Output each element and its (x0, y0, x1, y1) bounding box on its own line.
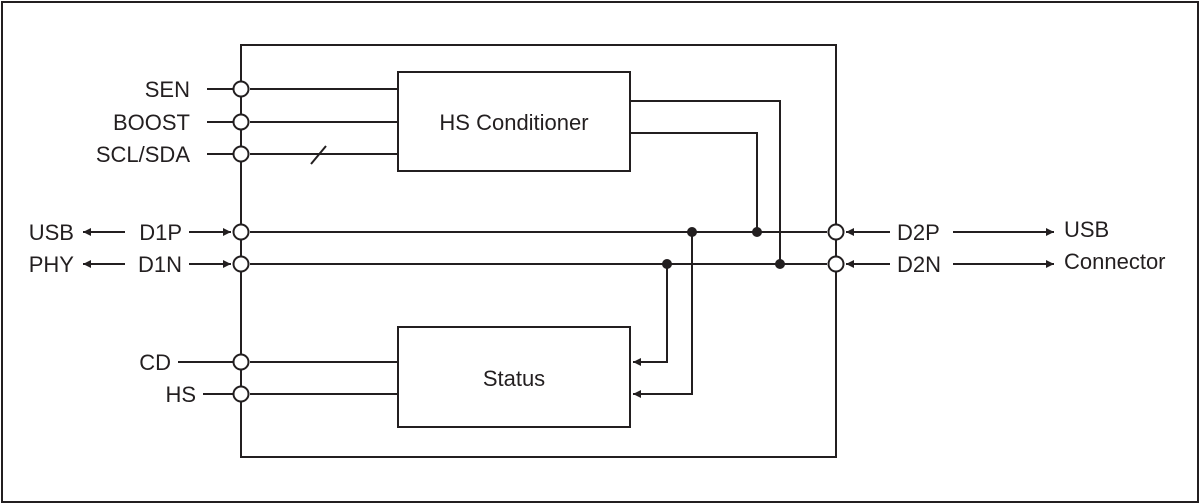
pin-d2p (827, 223, 845, 241)
bus-slash (310, 145, 327, 165)
pin-boost (232, 113, 250, 131)
status-tap-d1p (633, 232, 693, 398)
pin-label-scl-sda: SCL/SDA (96, 142, 190, 167)
status-block (397, 326, 631, 428)
ext-label-usb-left: USB (29, 220, 74, 245)
pin-label-d2n: D2N (897, 252, 941, 277)
pin-label-hs: HS (165, 382, 196, 407)
pin-cd (232, 353, 250, 371)
pin-label-d2p: D2P (897, 220, 940, 245)
junction-dot (775, 259, 785, 269)
pin-label-d1p: D1P (139, 220, 182, 245)
pin-label-d1n: D1N (138, 252, 182, 277)
pin-d1p (232, 223, 250, 241)
junction-dot (687, 227, 697, 237)
pin-d1n (232, 255, 250, 273)
pin-label-boost: BOOST (113, 110, 190, 135)
hs-conditioner-block (397, 71, 631, 172)
junction-dot (662, 259, 672, 269)
hs-conditioner-label: HS Conditioner (439, 110, 588, 135)
pin-hs (232, 385, 250, 403)
status-tap-d1n (633, 264, 668, 366)
ext-label-usb-right: USB (1064, 217, 1109, 242)
pin-d2n (827, 255, 845, 273)
ext-label-phy: PHY (29, 252, 75, 277)
ext-label-connector: Connector (1064, 249, 1166, 274)
junction-dot (752, 227, 762, 237)
conditioner-out-d2p (630, 132, 758, 232)
pin-sen (232, 80, 250, 98)
pin-scl-sda (232, 145, 250, 163)
conditioner-out-d2n (630, 100, 781, 264)
pin-label-sen: SEN (145, 77, 190, 102)
pin-label-cd: CD (139, 350, 171, 375)
status-label: Status (483, 366, 545, 391)
